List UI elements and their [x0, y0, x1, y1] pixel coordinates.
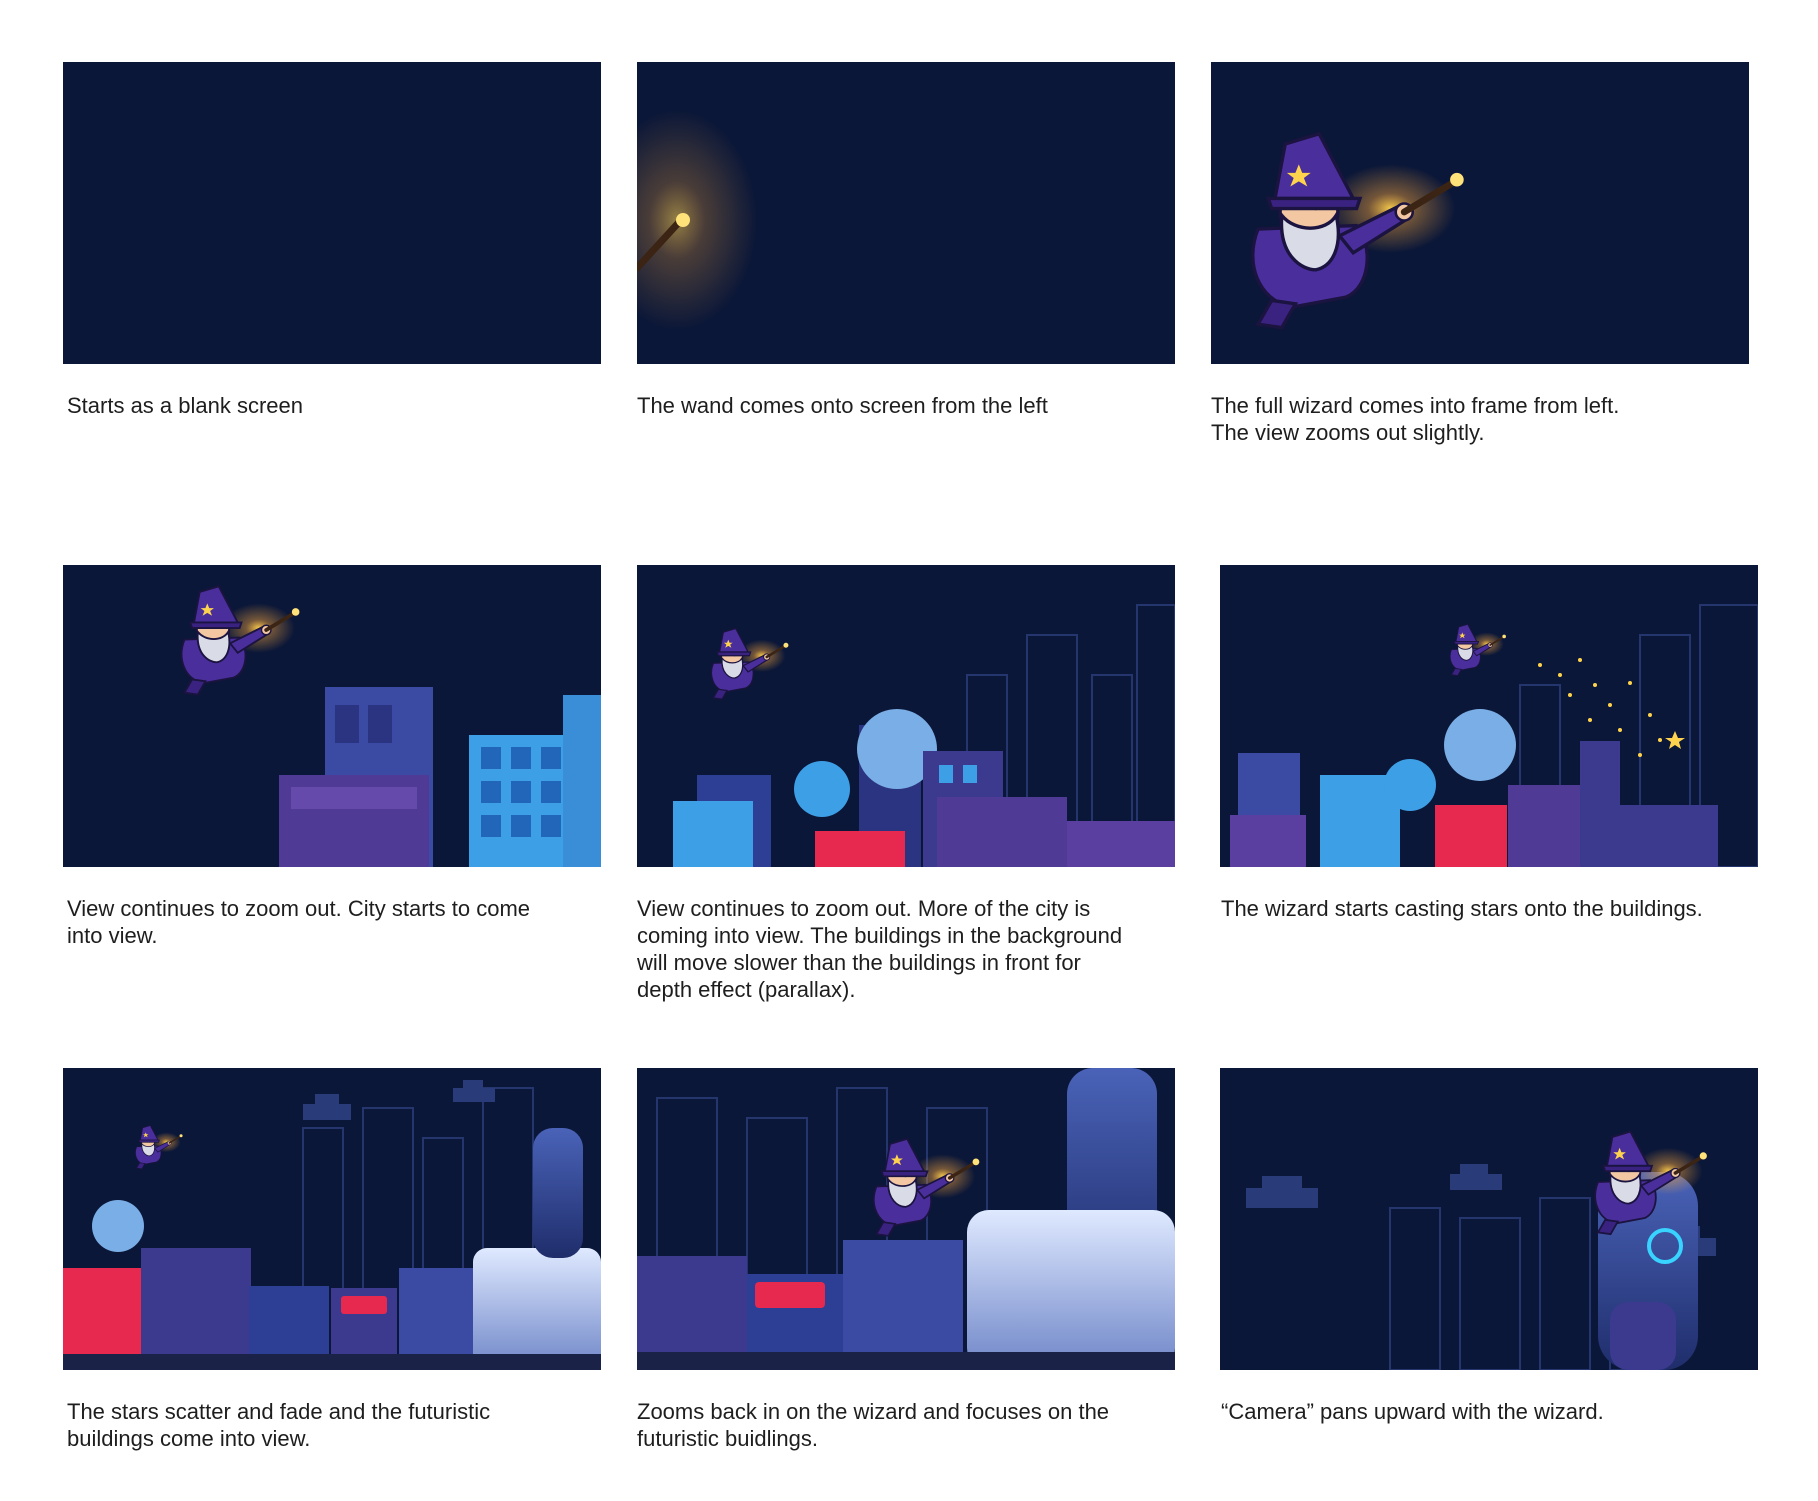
- storyboard-frame-4: [63, 565, 601, 867]
- frame-4-caption: View continues to zoom out. City starts …: [67, 896, 531, 948]
- city-buildings: [673, 709, 1175, 867]
- frame-7-caption: The stars scatter and fade and the futur…: [67, 1399, 491, 1451]
- city-buildings: [1230, 709, 1718, 867]
- storyboard-frame-6: [1220, 565, 1758, 867]
- city-buildings: [637, 1210, 1175, 1370]
- storyboard-frame-1: [63, 62, 601, 364]
- frame-2-caption: The wand comes onto screen from the left: [637, 393, 1048, 418]
- frame-3-caption: The full wizard comes into frame from le…: [1211, 393, 1620, 445]
- frame-6-caption: The wizard starts casting stars onto the…: [1221, 896, 1703, 921]
- city-buildings: [279, 687, 601, 867]
- city-buildings: [63, 1128, 601, 1370]
- frame-1-caption: Starts as a blank screen: [67, 393, 304, 418]
- frame-9-caption: “Camera” pans upward with the wizard.: [1221, 1399, 1604, 1424]
- frame-8-caption: Zooms back in on the wizard and focuses …: [637, 1399, 1110, 1451]
- red-sign: [755, 1282, 825, 1308]
- wand-glow: [637, 110, 757, 330]
- storyboard-frame-5: [637, 565, 1175, 867]
- wand-tip: [676, 213, 690, 227]
- frame-5-caption: View continues to zoom out. More of the …: [637, 896, 1123, 1002]
- pixel-clouds: [303, 1080, 495, 1120]
- background-city-outlines: [1519, 604, 1758, 867]
- storyboard-frame-2: [637, 62, 1175, 364]
- red-sign: [341, 1296, 387, 1314]
- storyboard-frame-7: [63, 1068, 601, 1370]
- cast-stars: [1538, 658, 1685, 757]
- storyboard-frame-9: [1220, 1068, 1758, 1370]
- wand: [637, 216, 685, 272]
- storyboard-frame-3: [1211, 62, 1749, 364]
- storyboard-frame-8: [637, 1068, 1175, 1370]
